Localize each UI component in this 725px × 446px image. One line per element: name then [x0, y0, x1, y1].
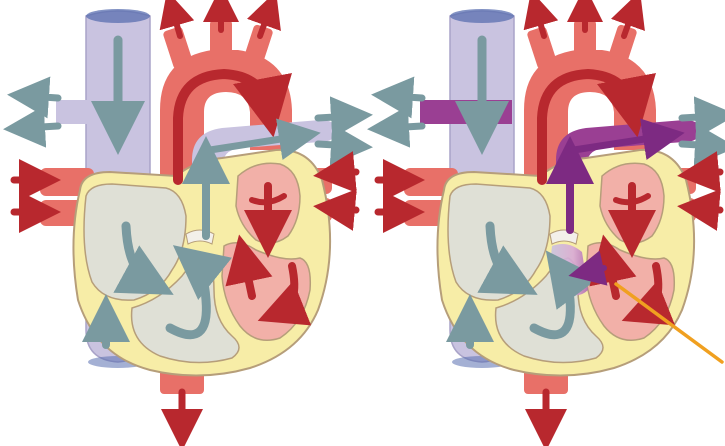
panel-defect-heart [378, 4, 722, 430]
panel-normal-heart [14, 4, 356, 430]
pulmonary-branch-left-defect [420, 100, 512, 124]
pulmonary-branch-left-normal [56, 100, 148, 124]
